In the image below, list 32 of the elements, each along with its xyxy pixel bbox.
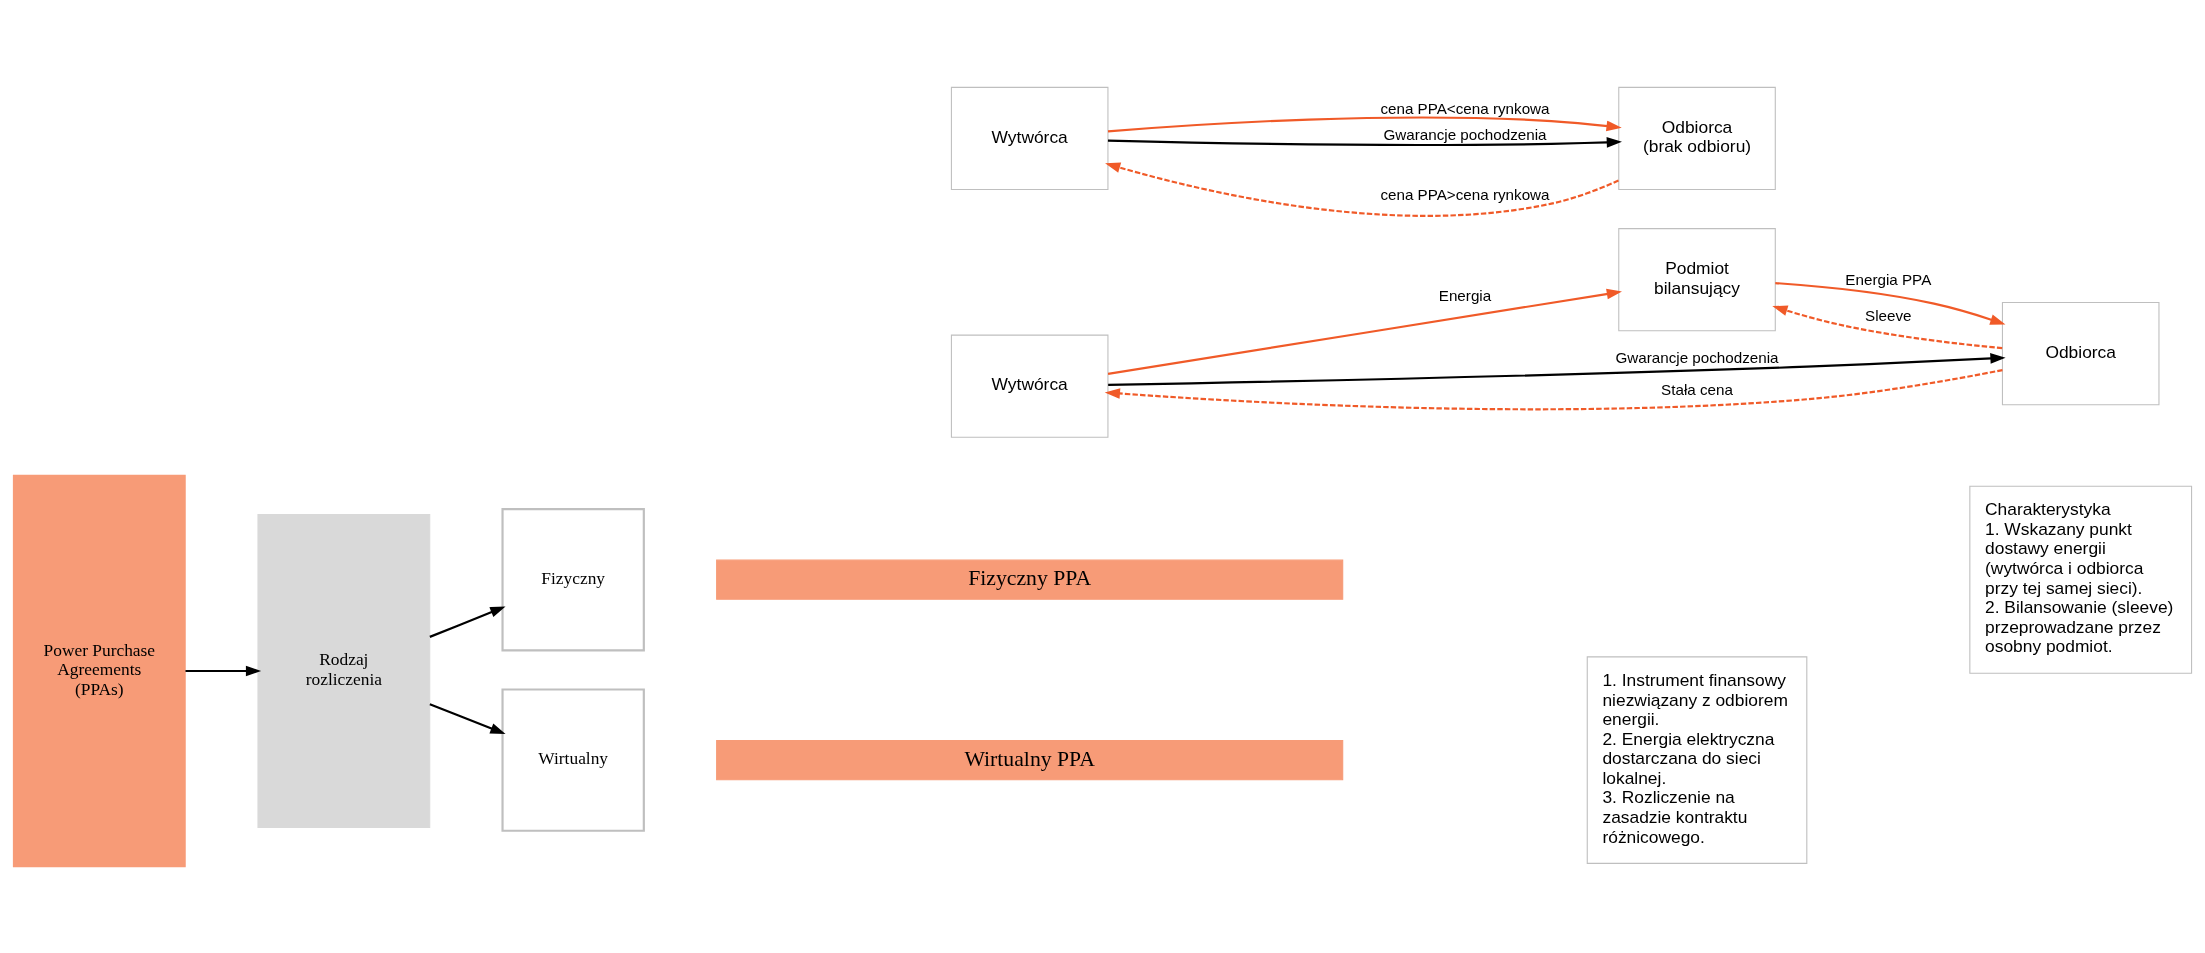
node-box: Charakterystyka 1. Wskazany punkt dostawy energii (wytwórca i odbiorca przy tej samej sieci). 2. Bilansowanie (sleeve) przeprowadzane przez osobny podmiot. [1969,485,2193,674]
arrow [1772,305,2003,349]
node-box: 1. Instrument finansowy niezwiązany z odbiorem energii. 2. Energia elektryczna dostarczana do sieci lokalnej. 3. Rozliczenie na zasadzie kontraktu różnicowego. [1586,655,1808,864]
edge-label: Sleeve [1865,306,1912,324]
arrow [185,665,262,676]
node-box: Wirtualny PPA [716,739,1344,780]
node-box: Fizyczny PPA [716,559,1344,600]
arrow [1104,368,2003,410]
node-box: Power Purchase Agreements (PPAs) [12,474,186,867]
arrow [1108,352,2006,386]
arrow [1107,288,1622,375]
arrow [1105,161,1619,217]
node-box: Odbiorca [2001,301,2160,405]
edge-label: cena PPA>cena rynkowa [1380,185,1550,203]
node-box: Wytwórca [950,86,1109,190]
edge-label: Gwarancje pochodzenia [1383,125,1547,143]
node-box: Wirtualny [501,687,645,832]
node-box: Podmiot bilansujący [1618,227,1776,331]
node-box: Fizyczny [501,507,645,651]
node-box: Rodzaj rozliczenia [257,513,431,828]
arrow [1107,136,1622,148]
arrow [429,605,506,638]
arrow [429,702,506,734]
node-box: Wytwórca [950,334,1109,438]
edge-label: Stała cena [1661,380,1733,398]
node-box: Odbiorca (brak odbioru) [1618,86,1776,190]
arrow [1107,115,1622,132]
edge-label: Energia PPA [1845,270,1932,288]
edge-label: Energia [1438,286,1492,304]
arrow [1775,281,2006,325]
edge-label: Gwarancje pochodzenia [1615,348,1779,366]
edge-label: cena PPA<cena rynkowa [1380,99,1550,117]
